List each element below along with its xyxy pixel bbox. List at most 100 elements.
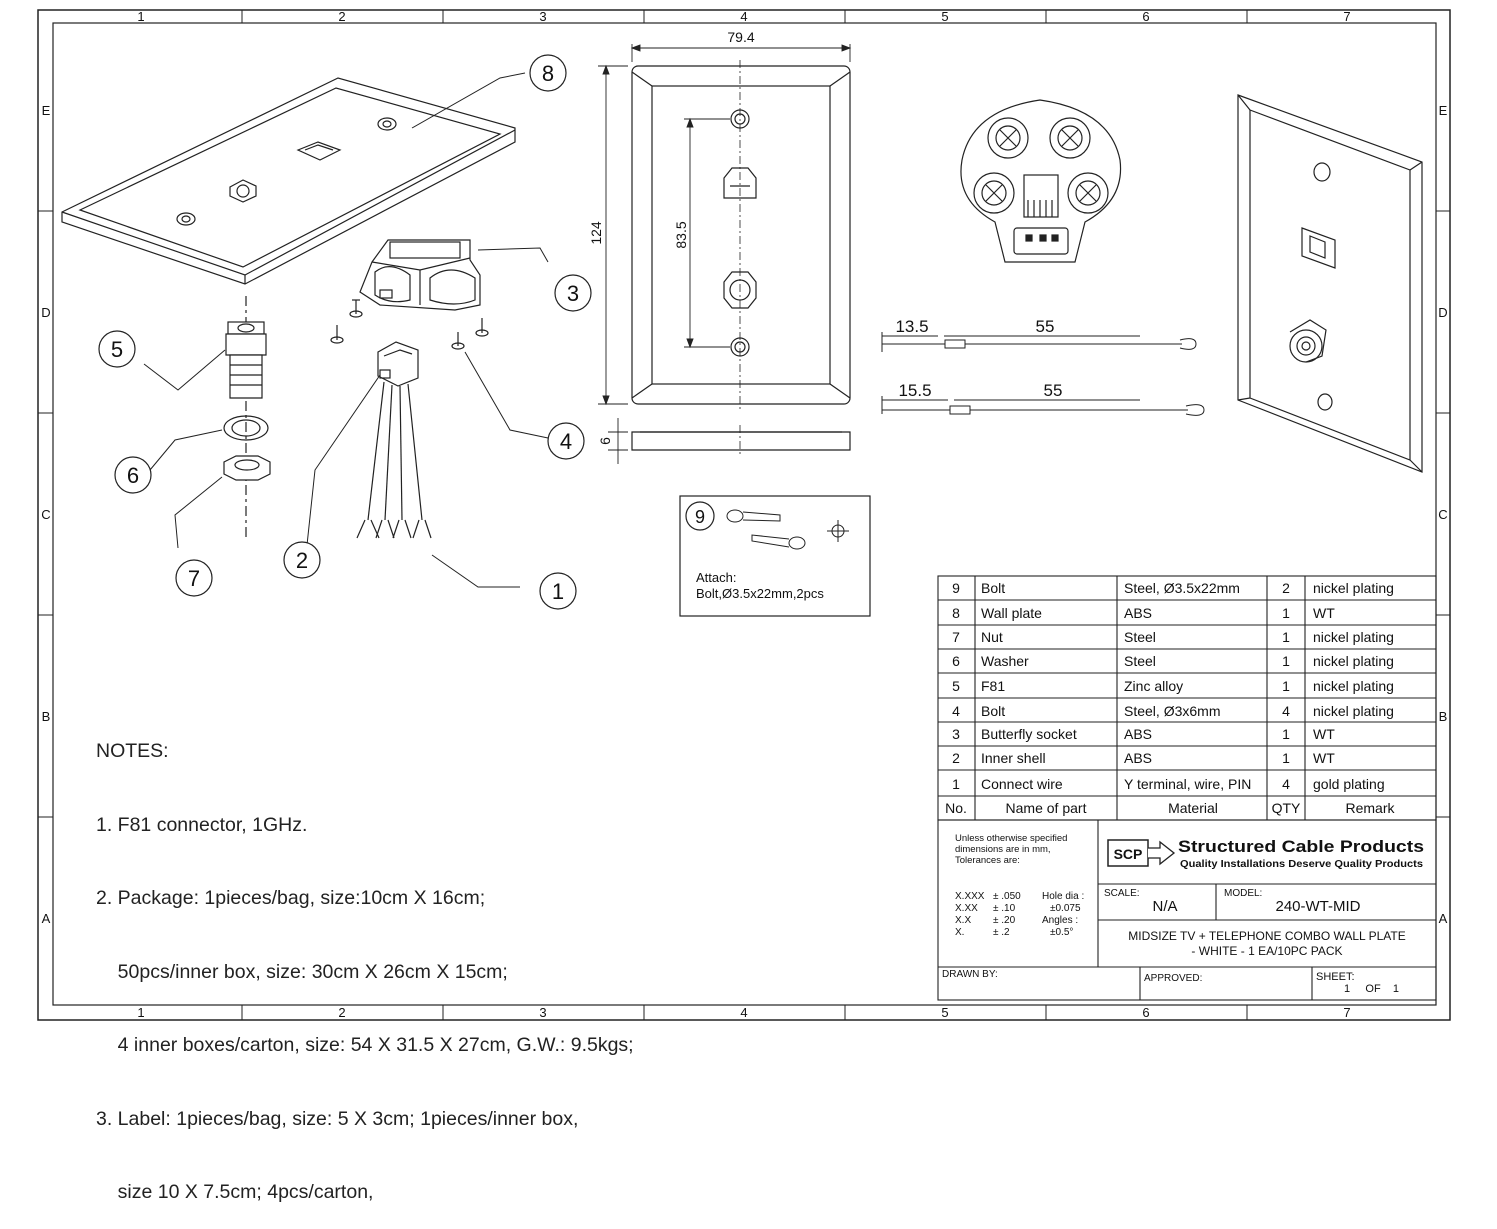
row-label: C [41,507,50,522]
svg-text:8: 8 [542,61,554,86]
parts-cell-name: Bolt [981,580,1005,596]
svg-text:No.: No. [945,800,967,816]
company-tagline: Quality Installations Deserve Quality Pr… [1180,858,1423,870]
col-label: 7 [1343,9,1350,24]
dim-wire1-long: 55 [1036,317,1055,336]
notes-line: 2. Package: 1pieces/bag, size:10cm X 16c… [96,887,486,909]
svg-text:Unless otherwise specified: Unless otherwise specified [955,833,1067,844]
col-label: 3 [539,9,546,24]
parts-cell-remark: nickel plating [1313,653,1394,669]
parts-cell-no: 4 [952,703,960,719]
parts-cell-no: 1 [952,776,960,792]
wire-diagrams [881,332,1205,416]
parts-cell-remark: WT [1313,726,1335,742]
company-logo: SCP Structured Cable Products Quality In… [1107,837,1424,870]
svg-text:Name of part: Name of part [1006,800,1087,816]
dim-height: 124 [588,221,604,245]
col-label: 4 [740,1005,747,1020]
parts-cell-no: 6 [952,653,960,669]
col-label: 5 [941,9,948,24]
parts-cell-no: 2 [952,750,960,766]
front-view-dimensions [598,44,852,464]
connector-wires [356,341,432,539]
svg-text:Hole dia :: Hole dia : [1042,891,1084,902]
balloon-2 [283,541,321,579]
parts-cell-name: Wall plate [981,605,1042,621]
svg-text:QTY: QTY [1272,800,1301,816]
butterfly-socket-isometric [359,239,481,311]
wall-plate-isometric [61,77,516,285]
balloon-7 [175,559,213,597]
parts-cell-remark: WT [1313,605,1335,621]
balloon-3 [554,274,592,312]
drawing-frame [37,9,1451,1021]
technical-drawing: 1 2 3 4 5 6 7 1 2 3 4 5 6 7 E D C B A E … [37,9,1451,1021]
svg-text:SCP: SCP [1114,846,1143,862]
dim-hole-spacing: 83.5 [673,221,689,248]
frame-column-labels: 1 2 3 4 5 6 7 1 2 3 4 5 6 7 [137,9,1350,1020]
parts-cell-material: ABS [1124,750,1152,766]
svg-text:X.X: X.X [955,915,971,926]
parts-cell-name: Connect wire [981,776,1063,792]
row-label: E [1439,103,1448,118]
svg-text:Tolerances are:: Tolerances are: [955,855,1020,866]
sheet-label: SHEET: [1316,971,1355,983]
f81-connector [223,296,271,540]
parts-cell-no: 9 [952,580,960,596]
col-label: 5 [941,1005,948,1020]
dim-wire2-long: 55 [1044,381,1063,400]
svg-text:±0.5°: ±0.5° [1050,927,1073,938]
parts-cell-remark: nickel plating [1313,678,1394,694]
svg-text:Material: Material [1168,800,1218,816]
parts-table-header: No. Name of part Material QTY Remark [945,800,1395,816]
svg-text:1: 1 [552,579,564,604]
row-label: E [42,103,51,118]
notes-line: 3. Label: 1pieces/bag, size: 5 X 3cm; 1p… [96,1107,579,1130]
row-label: B [1439,709,1448,724]
col-label: 2 [338,9,345,24]
parts-cell-material: Steel, Ø3x6mm [1124,703,1220,719]
tolerance-intro: Unless otherwise specified dimensions ar… [955,833,1067,866]
notes-block: NOTES: 1. F81 connector, 1GHz. 2. Packag… [96,690,634,1229]
row-label: C [1438,507,1447,522]
parts-cell-remark: WT [1313,750,1335,766]
parts-cell-qty: 2 [1282,580,1290,596]
parts-cell-name: Inner shell [981,750,1046,766]
parts-cell-remark: nickel plating [1313,703,1394,719]
dimension-labels: 79.4 124 83.5 6 [588,29,755,445]
parts-cell-material: ABS [1124,605,1152,621]
svg-text:± .20: ± .20 [993,915,1016,926]
svg-text:3: 3 [567,281,579,306]
scale-label: SCALE: [1104,888,1140,899]
svg-text:X.XXX: X.XXX [955,891,985,902]
parts-cell-material: Steel [1124,653,1156,669]
notes-line: 1. F81 connector, 1GHz. [96,813,308,836]
svg-text:5: 5 [111,337,123,362]
notes-line: 50pcs/inner box, size: 30cm X 26cm X 15c… [96,960,508,983]
parts-cell-material: Steel [1124,629,1156,645]
svg-text:Remark: Remark [1345,800,1395,816]
parts-cell-remark: nickel plating [1313,580,1394,596]
svg-text:± .10: ± .10 [993,903,1016,914]
attach-box-line1: Attach: [696,570,736,585]
parts-cell-qty: 1 [1282,726,1290,742]
drawn-by-label: DRAWN BY: [942,969,998,980]
wire-dimension-labels: 13.5 55 15.5 55 [895,317,1062,400]
dim-width: 79.4 [727,29,754,45]
parts-cell-material: Y terminal, wire, PIN [1124,776,1251,792]
model-value: 240-WT-MID [1275,898,1360,915]
parts-cell-name: Washer [981,653,1029,669]
balloon-1 [539,572,577,610]
svg-text:Angles :: Angles : [1042,915,1078,926]
balloon-4 [547,422,585,460]
svg-text:6: 6 [127,463,139,488]
row-label: D [41,305,50,320]
row-label: A [1439,911,1448,926]
title-block: Unless otherwise specified dimensions ar… [937,819,1437,1001]
approved-label: APPROVED: [1144,973,1202,984]
col-label: 2 [338,1005,345,1020]
description-line2: - WHITE - 1 EA/10PC PACK [1191,944,1342,958]
parts-cell-no: 7 [952,629,960,645]
col-label: 1 [137,9,144,24]
notes-line: size 10 X 7.5cm; 4pcs/carton, [96,1181,374,1203]
